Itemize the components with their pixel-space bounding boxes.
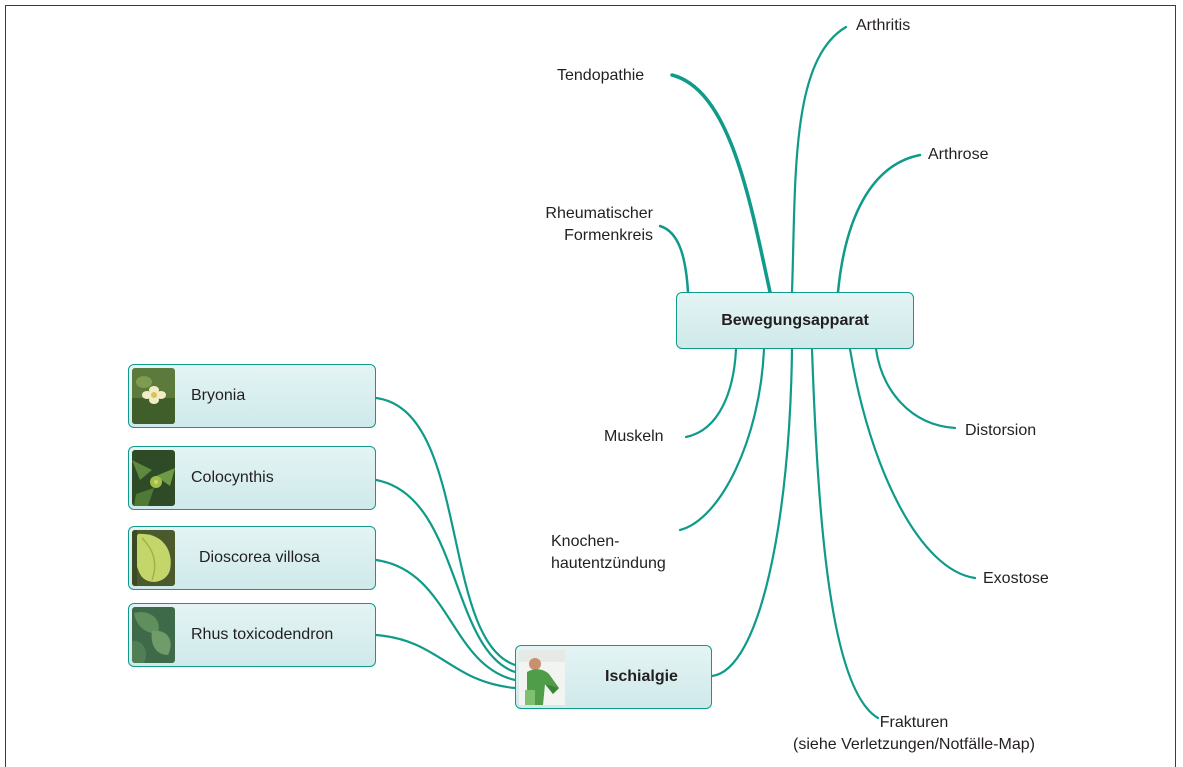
remedy-colocynthis[interactable]: Colocynthis [128, 446, 376, 510]
connector-dioscorea [374, 558, 517, 682]
ischialgie-node[interactable]: Ischialgie [515, 645, 712, 709]
branch-rheuma-line1: Rheumatischer [545, 205, 653, 222]
branch-knochen-line2: hautentzündung [551, 555, 666, 572]
branch-frakturen-line1: Frakturen [879, 714, 949, 731]
connector-exostose [848, 347, 977, 580]
branch-knochenhautentzuendung[interactable]: Knochen- hautentzündung [551, 531, 666, 575]
branch-rheuma-line2: Formenkreis [564, 227, 653, 244]
remedy-dioscorea-villosa[interactable]: Dioscorea villosa [128, 526, 376, 590]
dioscorea-plant-photo-icon [132, 530, 175, 586]
connector-distorsion [874, 347, 957, 430]
ischialgie-label: Ischialgie [605, 668, 678, 685]
connector-rheuma [658, 224, 690, 294]
branch-distorsion-label: Distorsion [965, 422, 1037, 439]
remedy-rhus-label: Rhus toxicodendron [191, 626, 334, 643]
patient-photo-icon [519, 650, 565, 705]
branch-knochen-line1: Knochen- [551, 533, 620, 550]
center-node-label: Bewegungsapparat [721, 311, 869, 329]
branch-tendopathie-label: Tendopathie [557, 67, 645, 84]
connector-rhus [374, 633, 517, 690]
connector-ischialgie [710, 347, 794, 678]
colocynthis-plant-photo-icon [132, 450, 175, 506]
branch-arthritis-label: Arthritis [856, 17, 911, 34]
remedy-dioscorea-label: Dioscorea villosa [199, 549, 320, 566]
bryonia-plant-photo-icon [132, 368, 175, 424]
branch-frakturen-line2: (siehe Verletzungen/Notfälle-Map) [793, 736, 1035, 753]
branch-rheumatischer-formenkreis[interactable]: Rheumatischer Formenkreis [508, 203, 653, 247]
branch-muskeln[interactable]: Muskeln [604, 426, 664, 448]
connector-arthrose [836, 153, 922, 294]
center-node[interactable]: Bewegungsapparat [676, 292, 914, 349]
connector-bryonia [374, 396, 517, 667]
branch-tendopathie[interactable]: Tendopathie [557, 65, 644, 87]
connector-muskeln [684, 347, 738, 439]
branch-arthritis[interactable]: Arthritis [856, 15, 910, 37]
remedy-bryonia[interactable]: Bryonia [128, 364, 376, 428]
branch-distorsion[interactable]: Distorsion [965, 420, 1036, 442]
connector-frakturen [810, 347, 880, 720]
branch-exostose[interactable]: Exostose [983, 568, 1049, 590]
connector-arthritis [790, 25, 848, 294]
branch-frakturen[interactable]: Frakturen (siehe Verletzungen/Notfälle-M… [764, 712, 1064, 756]
connector-knochen [678, 347, 766, 532]
page-frame [5, 5, 1176, 767]
remedy-rhus-toxicodendron[interactable]: Rhus toxicodendron [128, 603, 376, 667]
remedy-bryonia-label: Bryonia [191, 387, 246, 404]
branch-arthrose[interactable]: Arthrose [928, 144, 988, 166]
branch-arthrose-label: Arthrose [928, 146, 989, 163]
remedy-colocynthis-label: Colocynthis [191, 469, 274, 486]
connector-colocynthis [374, 478, 517, 674]
branch-exostose-label: Exostose [983, 570, 1049, 587]
connector-tendopathie [670, 73, 772, 294]
rhus-plant-photo-icon [132, 607, 175, 663]
branch-muskeln-label: Muskeln [604, 428, 664, 445]
